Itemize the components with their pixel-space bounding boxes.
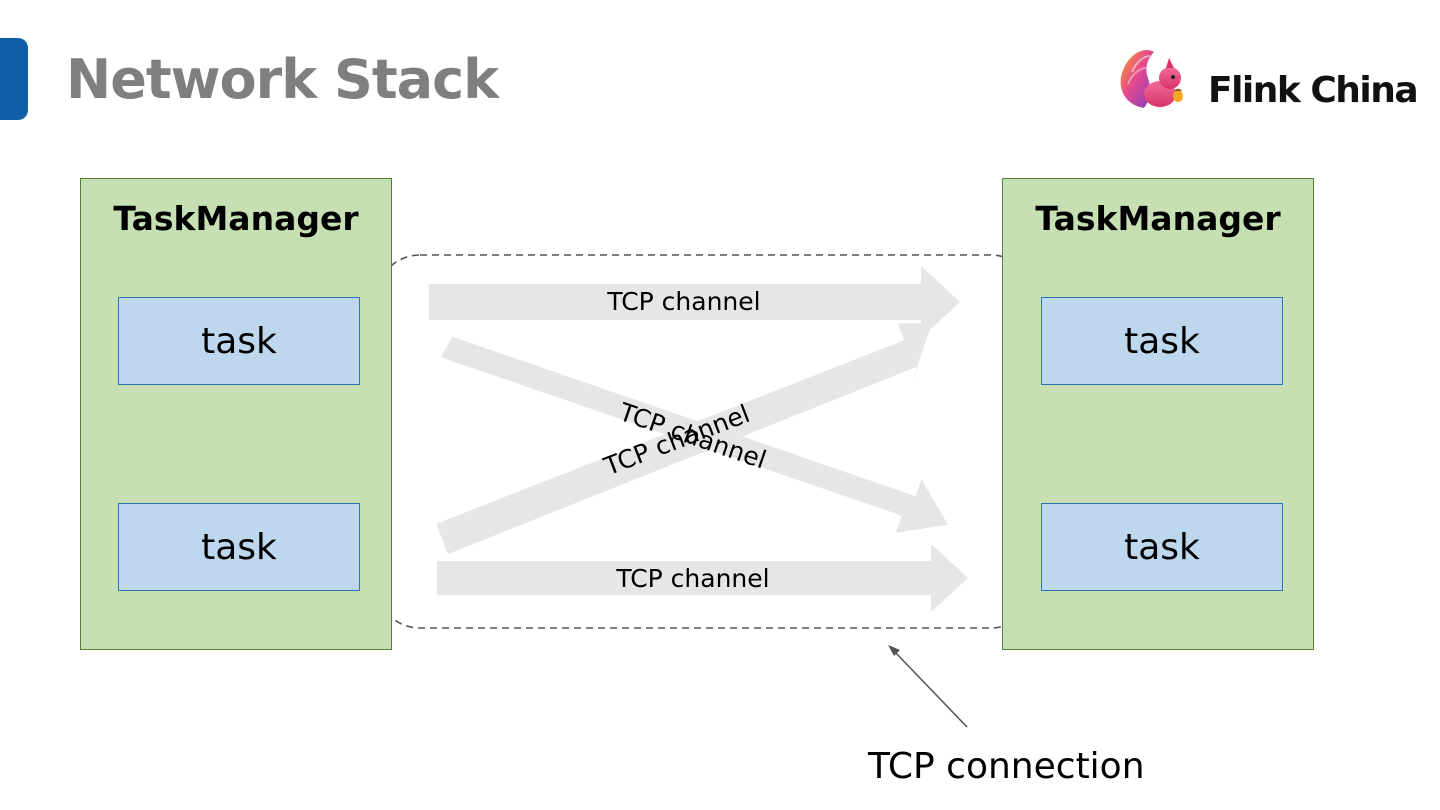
channel-arrow-bottom xyxy=(437,544,968,612)
channel-arrow-up xyxy=(436,323,932,555)
title-accent-bar xyxy=(0,38,28,120)
slide-title: Network Stack xyxy=(66,48,499,111)
channel-label-top: TCP channel xyxy=(606,287,760,316)
connection-pointer-head xyxy=(888,645,900,656)
channel-arrow-top xyxy=(429,266,960,338)
taskmanager-left-title: TaskManager xyxy=(113,199,359,238)
taskmanager-left: TaskManager task task xyxy=(80,178,392,650)
logo-text: Flink China xyxy=(1208,70,1419,111)
connection-pointer-line xyxy=(893,650,968,728)
task-right-top: task xyxy=(1041,297,1283,385)
squirrel-logo-icon xyxy=(1120,49,1183,108)
tcp-connection-label: TCP connection xyxy=(868,746,1145,787)
taskmanager-right-title: TaskManager xyxy=(1035,199,1281,238)
channel-label-bottom: TCP channel xyxy=(615,564,769,593)
taskmanager-right: TaskManager task task xyxy=(1002,178,1314,650)
flink-china-logo: Flink China xyxy=(1114,38,1419,118)
task-left-bottom: task xyxy=(118,503,360,591)
task-left-top: task xyxy=(118,297,360,385)
task-right-bottom: task xyxy=(1041,503,1283,591)
